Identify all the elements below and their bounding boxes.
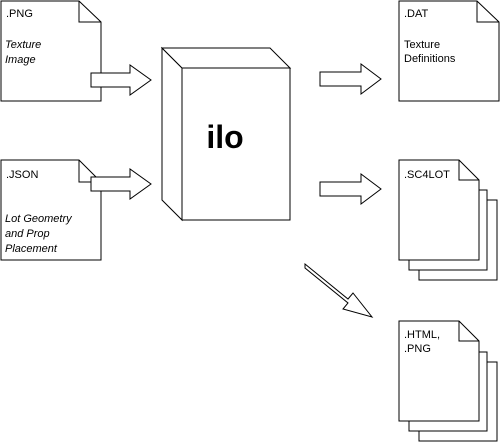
arrow-json-to-ilo — [90, 168, 152, 200]
document-fold — [458, 160, 479, 181]
arrow-ilo-to-sc4lot — [319, 173, 382, 205]
output-html-png-stack: .HTML, .PNG — [398, 320, 498, 442]
ilo-box-top — [160, 47, 292, 69]
document-shape — [398, 159, 480, 261]
ilo-box-side — [161, 46, 183, 222]
output-dat-ext: .DAT — [404, 8, 429, 20]
output-dat-desc-line-2: Definitions — [404, 53, 456, 65]
arrow-ilo-to-html-png — [304, 262, 374, 318]
input-png-ext: .PNG — [6, 8, 33, 20]
document-shape — [0, 159, 102, 261]
ilo-label: ilo — [206, 119, 243, 155]
input-json-desc-line-1: Lot Geometry — [5, 213, 73, 225]
input-png-document: .PNG Texture Image — [0, 0, 102, 102]
arrow-png-to-ilo — [90, 64, 152, 96]
output-sc4lot-stack: .SC4LOT — [398, 159, 498, 281]
input-json-ext: .JSON — [6, 169, 38, 181]
input-png-desc-line-1: Texture — [5, 39, 41, 51]
document-shape — [398, 320, 480, 422]
input-png-desc-line-2: Image — [5, 54, 36, 66]
document-fold — [476, 1, 499, 23]
output-dat-document: .DAT Texture Definitions — [398, 0, 500, 102]
ilo-box-front — [181, 67, 291, 221]
output-dat-desc-line-1: Texture — [404, 39, 440, 51]
document-fold — [78, 1, 101, 23]
document-shape — [0, 0, 102, 102]
document-shape — [398, 0, 500, 102]
input-json-document: .JSON Lot Geometry and Prop Placement — [0, 159, 102, 261]
output-sc4lot-ext: .SC4LOT — [404, 169, 450, 181]
arrow-ilo-to-dat — [319, 63, 382, 95]
input-json-desc-line-2: and Prop — [5, 228, 50, 240]
output-html-ext-line-1: .HTML, — [404, 329, 440, 341]
document-fold — [458, 321, 479, 342]
input-json-desc-line-3: Placement — [5, 243, 58, 255]
ilo-box: ilo — [160, 46, 292, 222]
output-html-ext-line-2: .PNG — [404, 343, 431, 355]
